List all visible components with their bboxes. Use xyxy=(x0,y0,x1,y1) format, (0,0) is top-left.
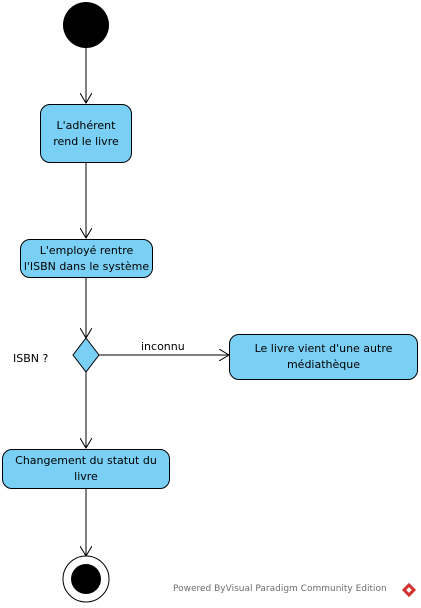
action-change-book-status: Changement du statut du livre xyxy=(2,449,170,489)
action-enter-isbn: L'employé rentre l'ISBN dans le système xyxy=(20,239,153,278)
initial-node xyxy=(63,2,109,48)
action-return-book: L'adhérent rend le livre xyxy=(40,104,132,163)
decision-label: ISBN ? xyxy=(13,352,49,365)
visual-paradigm-logo-icon xyxy=(401,582,417,598)
guard-label-unknown: inconnu xyxy=(141,340,185,353)
final-node-center xyxy=(71,564,101,594)
footer-watermark: Powered ByVisual Paradigm Community Edit… xyxy=(173,584,387,594)
decision-node xyxy=(72,337,100,373)
footer-text: Powered ByVisual Paradigm Community Edit… xyxy=(173,584,387,594)
action-book-from-other-library: Le livre vient d'une autre médiathèque xyxy=(229,334,418,380)
